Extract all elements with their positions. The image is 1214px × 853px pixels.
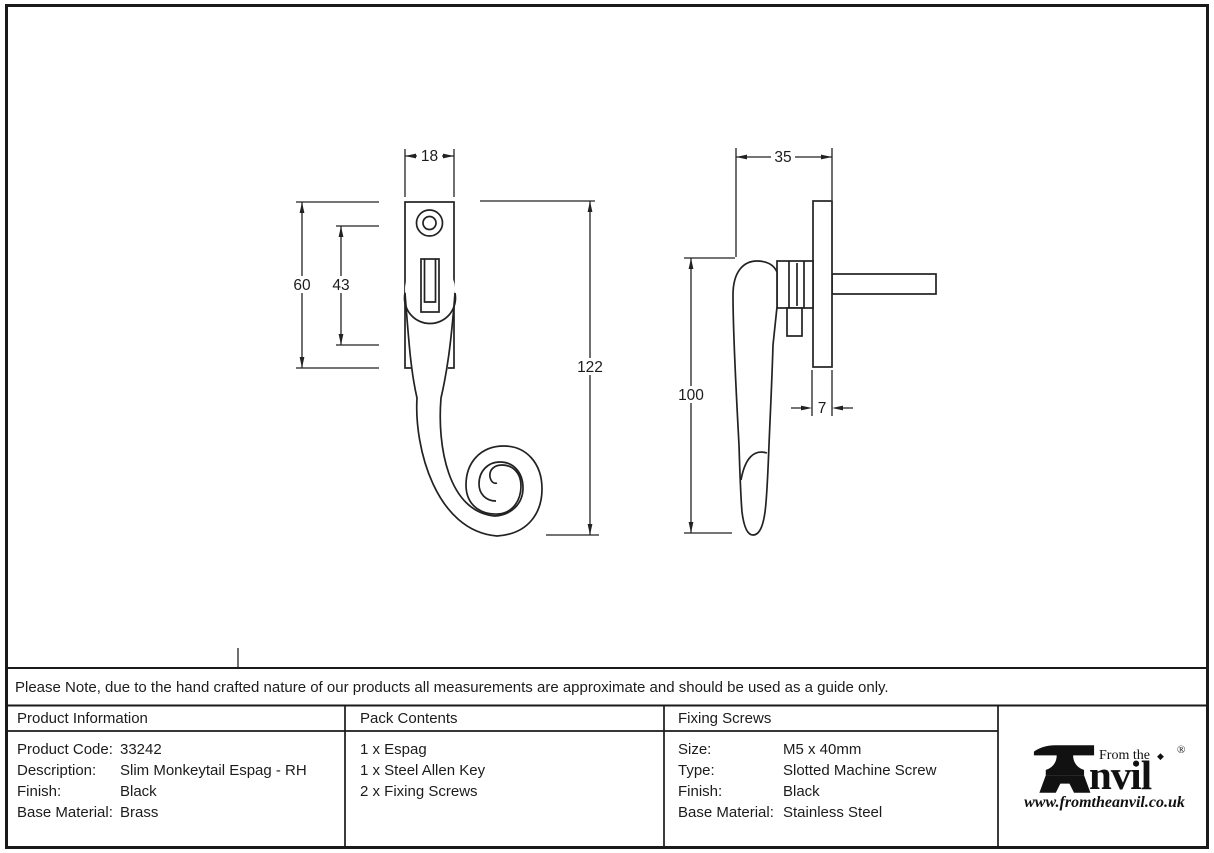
anvil-icon [1033,745,1095,793]
diamond-icon: ◆ [1157,751,1164,761]
row-value: 33242 [120,741,162,758]
front-nib [420,258,440,313]
dim-front-total-height: 122 [577,359,603,376]
row-label: Base Material: [678,804,774,821]
table-row: Type: Slotted Machine Screw [678,762,936,779]
table-rules [5,667,1209,848]
pack-contents-title: Pack Contents [360,710,458,727]
front-monkeytail-outer-edge [404,292,543,537]
row-value: Black [783,783,820,800]
row-value: Stainless Steel [783,804,883,821]
dimension-arrowheads [299,153,843,535]
registered-mark: ® [1177,744,1186,756]
logo-tagline: From the [1099,748,1150,763]
row-label: Size: [678,741,712,758]
dim-front-plate-height: 60 [293,277,311,294]
table-row: Finish: Black [17,783,157,800]
side-handle-profile [732,260,778,536]
fixing-screws-title: Fixing Screws [678,710,772,727]
row-value: Black [120,783,157,800]
row-label: Product Code: [17,741,113,758]
row-label: Type: [678,762,715,779]
front-view [403,201,555,540]
row-label: Finish: [678,783,723,800]
logo-brand-text: nvil [1089,752,1152,798]
product-information-title: Product Information [17,710,148,727]
row-value: Slotted Machine Screw [783,762,937,779]
side-spindle [831,273,937,295]
row-value: M5 x 40mm [783,741,862,758]
dimension-label-pads [291,148,829,417]
table-row: Finish: Black [678,783,820,800]
side-nib [786,307,803,337]
list-item: 1 x Steel Allen Key [360,762,486,779]
table-row: Description: Slim Monkeytail Espag - RH [17,762,307,779]
dim-side-handle-length: 100 [678,387,704,404]
logo-url: www.fromtheanvil.co.uk [1024,794,1185,811]
front-monkeytail-inner-edge [439,292,524,517]
dim-front-keep-height: 43 [332,277,349,294]
front-nib-slot [423,259,437,303]
list-item: 1 x Espag [360,741,427,758]
list-item: 2 x Fixing Screws [360,783,478,800]
table-row: Base Material: Stainless Steel [678,804,882,821]
notice-text: Please Note, due to the hand crafted nat… [15,679,889,696]
table-row: Product Code: 33242 [17,741,162,758]
table-row: Base Material: Brass [17,804,158,821]
dim-side-depth: 35 [774,149,791,166]
side-neck-block [776,260,814,309]
table-row: Size: M5 x 40mm [678,741,861,758]
row-value: Brass [120,804,159,821]
front-screw-hole-inner [422,215,437,231]
sheet-border [5,4,1209,849]
dim-side-plate-thickness: 7 [818,400,827,417]
side-tip-arc [740,451,768,481]
row-label: Finish: [17,783,62,800]
row-label: Base Material: [17,804,113,821]
row-value: Slim Monkeytail Espag - RH [120,762,307,779]
side-backplate [812,200,833,368]
side-view [732,200,937,536]
dimension-labels: 18 60 43 122 35 100 7 [293,148,826,417]
dim-front-width: 18 [421,148,438,165]
brand-logo [998,706,1209,848]
row-label: Description: [17,762,97,779]
